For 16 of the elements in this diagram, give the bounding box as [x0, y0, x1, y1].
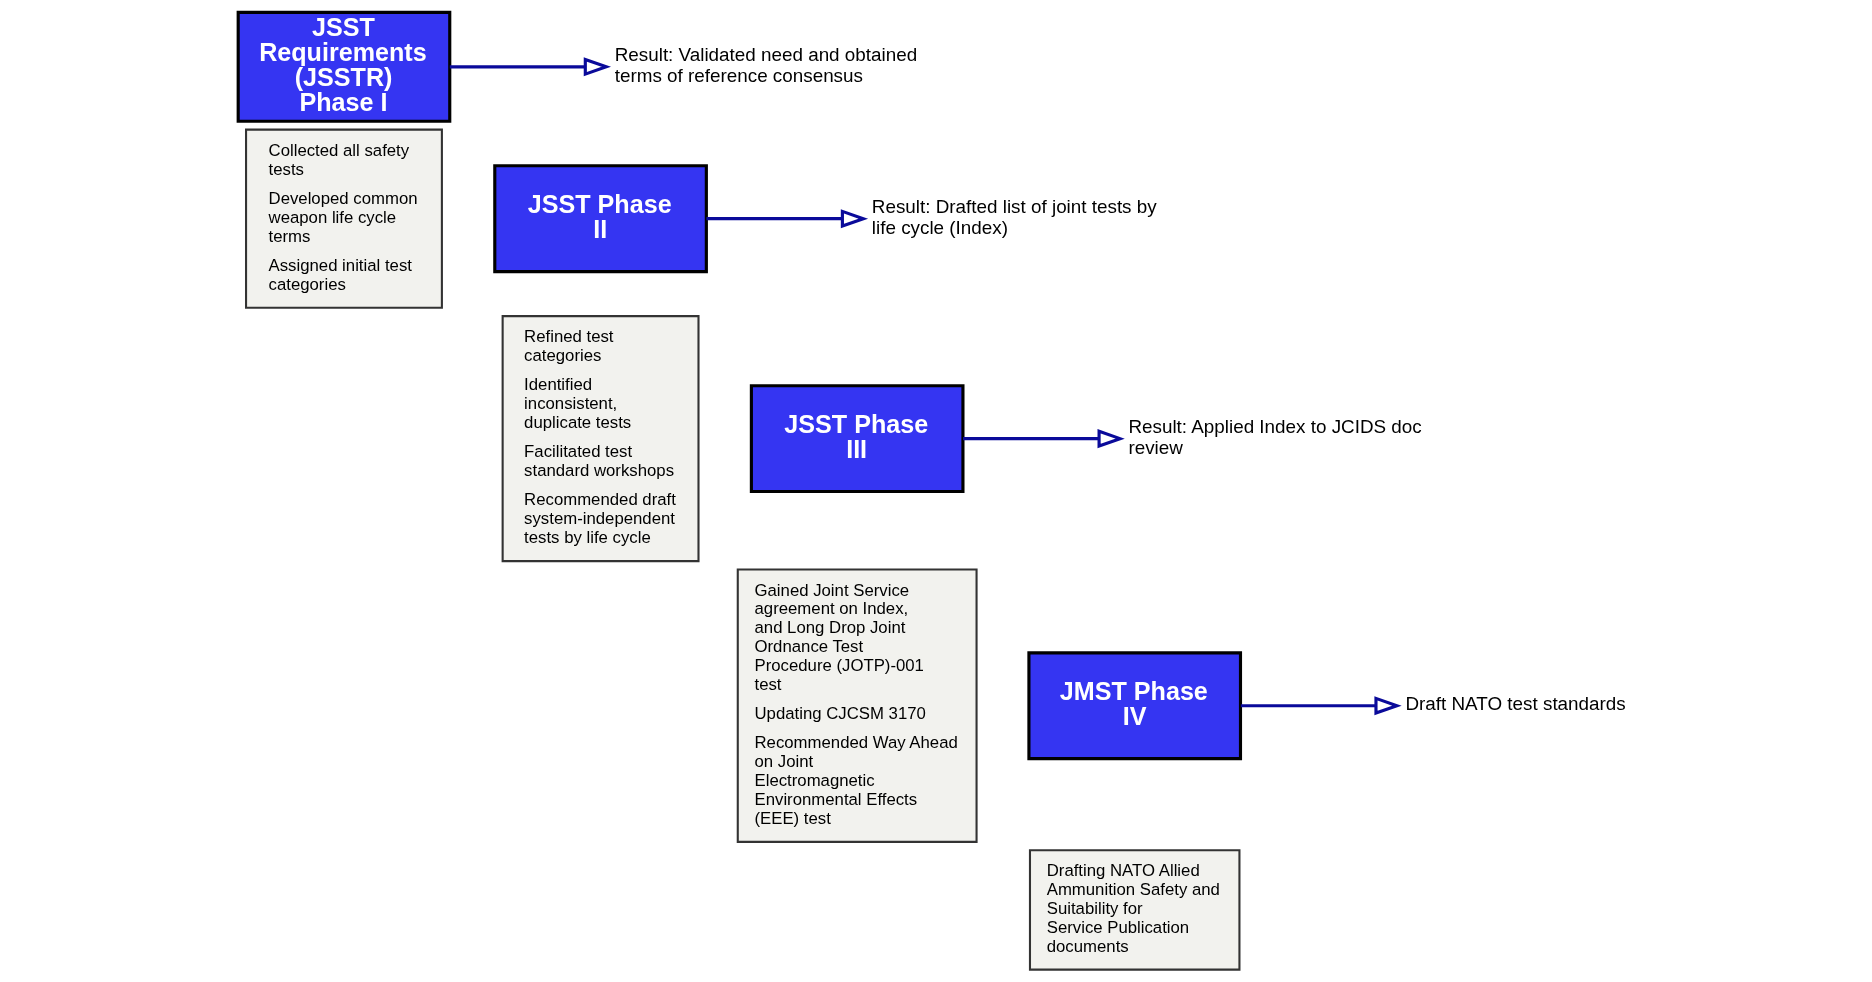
node-box: JMST Phase IV: [1026, 651, 1242, 761]
node-text: Result: Applied Index to JCIDS doc review: [1127, 415, 1422, 458]
node-text: Result: Drafted list of joint tests by life cycle (Index): [871, 195, 1157, 238]
arrow: [449, 57, 611, 77]
node-box: Refined test categories Identified inconsistent, duplicate tests Facilitated test standard workshops Recommended draft system-independent tests by life cycle: [501, 315, 700, 563]
node-text: Draft NATO test standards: [1404, 693, 1626, 715]
node-box: Collected all safety tests Developed common weapon life cycle terms Assigned initial test categories: [244, 128, 443, 309]
node-box: JSST Requirements (JSSTR) Phase I: [236, 10, 451, 123]
arrow: [705, 209, 868, 229]
node-box: Gained Joint Service agreement on Index, and Long Drop Joint Ordnance Test Procedure (JOTP)-001 test Updating CJCSM 3170 Recommended Way Ahead on Joint Electromagnetic Environmental Effects (EEE) test: [736, 568, 978, 843]
arrow: [962, 429, 1125, 449]
node-box: JSST Phase III: [749, 384, 965, 494]
node-box: JSST Phase II: [492, 164, 708, 274]
arrow: [1240, 696, 1402, 716]
node-text: Result: Validated need and obtained terms of reference consensus: [614, 43, 917, 86]
node-box: Drafting NATO Allied Ammunition Safety and Suitability for Service Publication documents: [1028, 849, 1240, 971]
